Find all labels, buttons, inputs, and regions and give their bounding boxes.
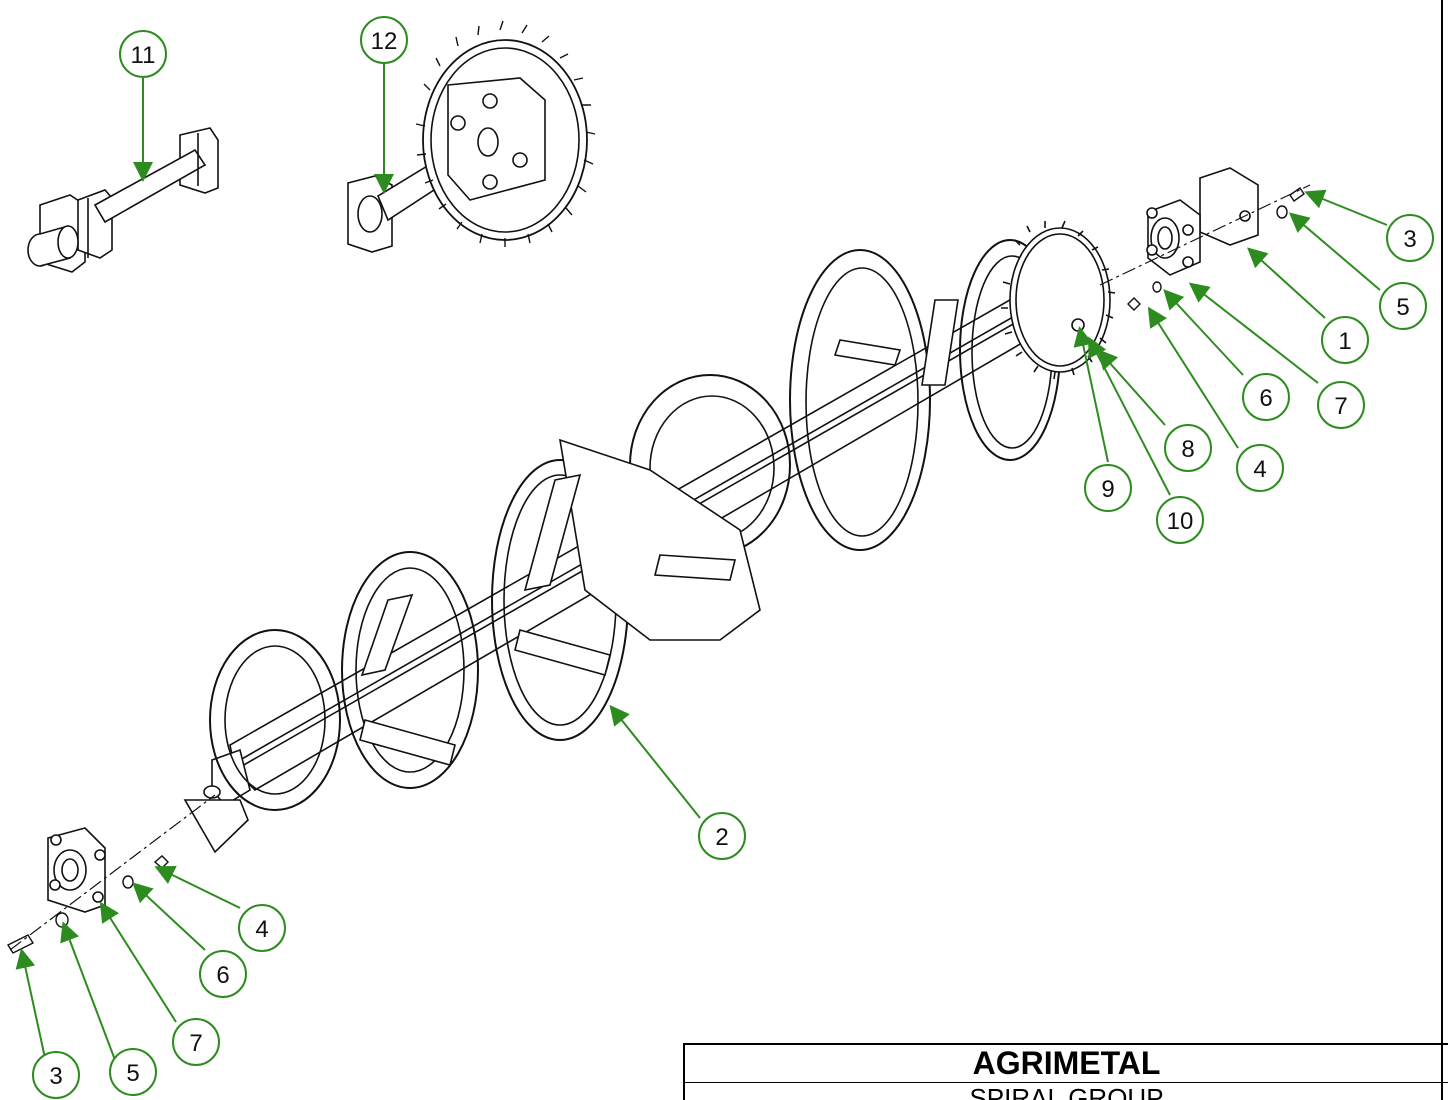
hardware-right xyxy=(1127,187,1305,311)
callout-bubbles: 11 12 3 5 1 7 6 4 xyxy=(32,16,1434,1099)
callout-5-left: 5 xyxy=(109,1048,157,1096)
callout-8: 8 xyxy=(1164,424,1212,472)
svg-text:12: 12 xyxy=(371,28,398,55)
assembly-axis-lines xyxy=(9,184,1311,951)
svg-text:11: 11 xyxy=(131,42,156,69)
svg-text:3: 3 xyxy=(49,1063,62,1090)
drawing-frame-border xyxy=(1441,0,1443,1100)
part-7-bearing-flange-right xyxy=(1146,167,1259,276)
callout-6-left: 6 xyxy=(199,950,247,998)
svg-text:7: 7 xyxy=(1334,393,1347,420)
svg-text:5: 5 xyxy=(1396,294,1409,321)
callout-7-left: 7 xyxy=(172,1018,220,1066)
part-7-bearing-flange-left xyxy=(47,827,106,913)
svg-text:6: 6 xyxy=(1259,385,1272,412)
callout-5-right: 5 xyxy=(1379,282,1427,330)
svg-text:7: 7 xyxy=(189,1030,202,1057)
callout-12: 12 xyxy=(360,16,408,64)
callout-3-right: 3 xyxy=(1386,214,1434,262)
part-12-sprocket-shaft xyxy=(347,20,596,253)
callout-11: 11 xyxy=(119,30,167,78)
callout-3-left: 3 xyxy=(32,1051,80,1099)
title-block: AGRIMETAL SPIRAL GROUP xyxy=(683,1043,1448,1100)
svg-text:10: 10 xyxy=(1167,508,1194,535)
callout-leaders xyxy=(15,64,1388,1061)
part-2-spiral-auger xyxy=(183,239,1087,854)
callout-1: 1 xyxy=(1321,316,1369,364)
callout-9: 9 xyxy=(1084,464,1132,512)
callout-2: 2 xyxy=(698,812,746,860)
callout-4-right: 4 xyxy=(1236,444,1284,492)
svg-text:2: 2 xyxy=(715,824,728,851)
company-name: AGRIMETAL xyxy=(685,1045,1448,1083)
svg-text:8: 8 xyxy=(1181,436,1194,463)
callout-4-left: 4 xyxy=(238,904,286,952)
part-11-shaft-stub xyxy=(27,127,219,273)
svg-text:4: 4 xyxy=(255,916,268,943)
callout-10: 10 xyxy=(1156,496,1204,544)
svg-text:1: 1 xyxy=(1338,328,1351,355)
svg-text:3: 3 xyxy=(1403,226,1416,253)
callout-7-right: 7 xyxy=(1317,381,1365,429)
svg-text:9: 9 xyxy=(1101,476,1114,503)
callout-6-right: 6 xyxy=(1242,373,1290,421)
svg-text:5: 5 xyxy=(126,1060,139,1087)
svg-text:4: 4 xyxy=(1253,456,1266,483)
svg-text:6: 6 xyxy=(216,962,229,989)
drawing-title: SPIRAL GROUP xyxy=(969,1083,1164,1100)
